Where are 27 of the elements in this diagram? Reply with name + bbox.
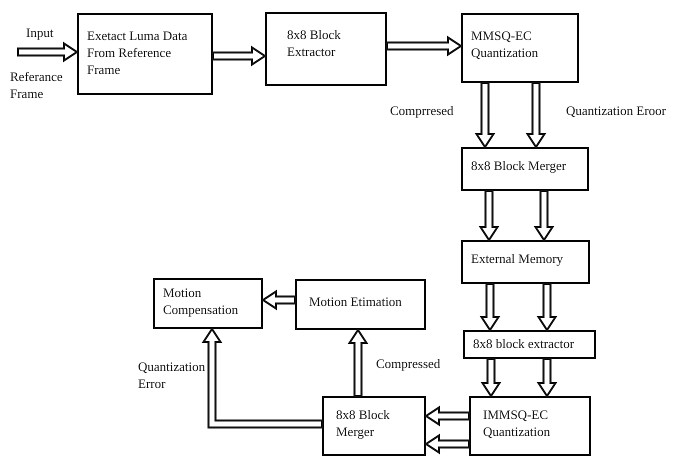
hollow-arrow — [261, 290, 296, 310]
hollow-arrow — [424, 406, 470, 426]
process-box: 8x8 Block Extractor — [265, 12, 387, 86]
hollow-arrow — [480, 358, 502, 398]
hollow-arrow — [474, 82, 496, 149]
hollow-arrow — [534, 190, 554, 242]
hollow-arrow — [478, 190, 500, 242]
process-box: MMSQ-EC Quantization — [461, 13, 579, 83]
hollow-arrow — [424, 434, 470, 454]
process-box: Motion Etimation — [295, 279, 426, 330]
process-box: External Memory — [461, 240, 590, 284]
hollow-arrow — [212, 46, 267, 66]
hollow-arrow — [202, 327, 323, 428]
hollow-arrow — [348, 328, 368, 397]
process-box: 8x8 Block Merger — [322, 396, 426, 456]
process-box: Exetact Luma Data From Reference Frame — [77, 13, 213, 95]
input-label: Referance Frame — [10, 68, 64, 102]
hollow-arrow — [536, 358, 558, 398]
hollow-arrow — [386, 36, 463, 56]
hollow-arrow — [480, 283, 500, 332]
process-box: Motion Compensation — [153, 278, 263, 329]
hollow-arrow — [526, 82, 546, 149]
process-box: 8x8 block extractor — [463, 330, 596, 359]
process-box: IMMSQ-EC Quantization — [469, 396, 591, 456]
process-box: 8x8 Block Merger — [461, 147, 589, 191]
hollow-arrow — [536, 283, 558, 332]
hollow-arrow — [17, 42, 79, 62]
